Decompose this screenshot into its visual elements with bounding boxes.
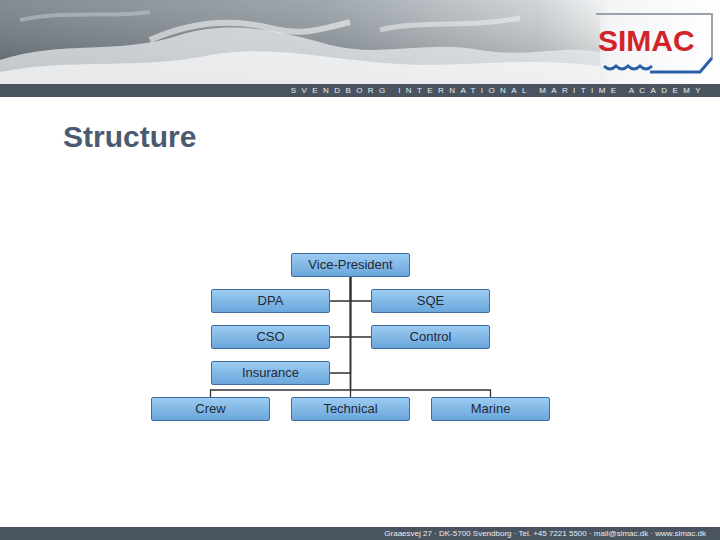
sea-header-image: [0, 0, 720, 84]
slide-title: Structure: [63, 120, 196, 154]
org-connector: [351, 277, 372, 301]
unit-name: Crew: [195, 402, 225, 416]
org-connector: [211, 277, 351, 397]
unit-name: Marine: [471, 402, 511, 416]
logo-mark: [596, 14, 712, 72]
unit-name: Control: [410, 330, 452, 344]
org-connector: [330, 277, 351, 337]
org-unit-box: DPA: [211, 289, 330, 313]
footer-band: [0, 527, 720, 540]
org-unit-box: Technical: [291, 397, 410, 421]
unit-name: Insurance: [242, 366, 299, 380]
unit-name: Technical: [323, 402, 377, 416]
org-unit-box: Crew: [151, 397, 270, 421]
tagline-band: [0, 84, 720, 97]
org-unit-box: Marine: [431, 397, 550, 421]
org-connector: [330, 277, 351, 373]
unit-name: SQE: [417, 294, 444, 308]
org-unit-box: Insurance: [211, 361, 330, 385]
unit-name: CSO: [256, 330, 284, 344]
academy-tagline: SVENDBORG INTERNATIONAL MARITIME ACADEMY: [291, 85, 706, 96]
unit-name: DPA: [258, 294, 284, 308]
footer-address: Graaesvej 27 · DK-5700 Svendborg · Tel. …: [384, 528, 706, 539]
org-unit-box: CSO: [211, 325, 330, 349]
head-box: Vice-President: [291, 253, 410, 277]
org-unit-box: SQE: [371, 289, 490, 313]
org-unit-box: Control: [371, 325, 490, 349]
logo-text: SIMAC: [598, 24, 695, 58]
org-connector: [330, 277, 351, 301]
org-connector: [351, 277, 491, 397]
unit-name: Vice-President: [308, 258, 392, 272]
org-connector: [351, 277, 372, 337]
